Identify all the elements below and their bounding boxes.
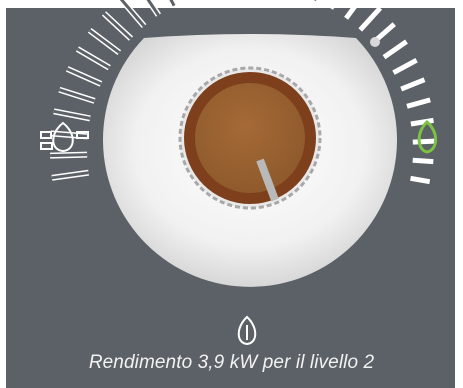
level-tick-inactive-inner xyxy=(58,88,96,103)
eco-leaf-icon[interactable] xyxy=(417,120,438,154)
level-tick-inactive-inner xyxy=(66,67,102,86)
level-tick-active xyxy=(412,138,435,145)
flame-outline-icon xyxy=(40,121,89,153)
level-tick-inactive-inner xyxy=(76,47,111,69)
level-tick-active xyxy=(412,157,434,165)
level-tick-inactive-inner xyxy=(50,131,88,138)
level-tick-inactive-inner xyxy=(146,0,160,16)
power-caption: Rendimento 3,9 kW per il livello 2 xyxy=(88,352,375,373)
level-tick-active xyxy=(358,6,383,32)
level-tick-inactive-inner xyxy=(51,171,89,180)
level-tick-active xyxy=(328,0,339,10)
status-dot-icon xyxy=(370,37,380,47)
level-tick-inactive-inner xyxy=(88,29,121,54)
level-tick-inactive-inner xyxy=(53,109,91,120)
knob-pointer xyxy=(256,158,279,202)
level-tick-active xyxy=(410,117,434,127)
level-tick-inactive-inner xyxy=(50,153,88,158)
level-tick-active xyxy=(410,175,431,185)
level-tick-active xyxy=(382,39,408,60)
level-tick-inactive-inner xyxy=(169,0,176,7)
level-tick-active xyxy=(344,0,363,20)
level-tick-active xyxy=(406,97,431,109)
flame-outline-icon xyxy=(237,315,257,346)
level-tick-active xyxy=(392,58,418,75)
level-tick-inactive-inner xyxy=(102,12,133,40)
level-tick-inactive-inner xyxy=(119,0,146,28)
level-ticks xyxy=(50,0,435,185)
rotary-knob[interactable] xyxy=(178,66,322,210)
level-tick-active xyxy=(400,77,426,92)
